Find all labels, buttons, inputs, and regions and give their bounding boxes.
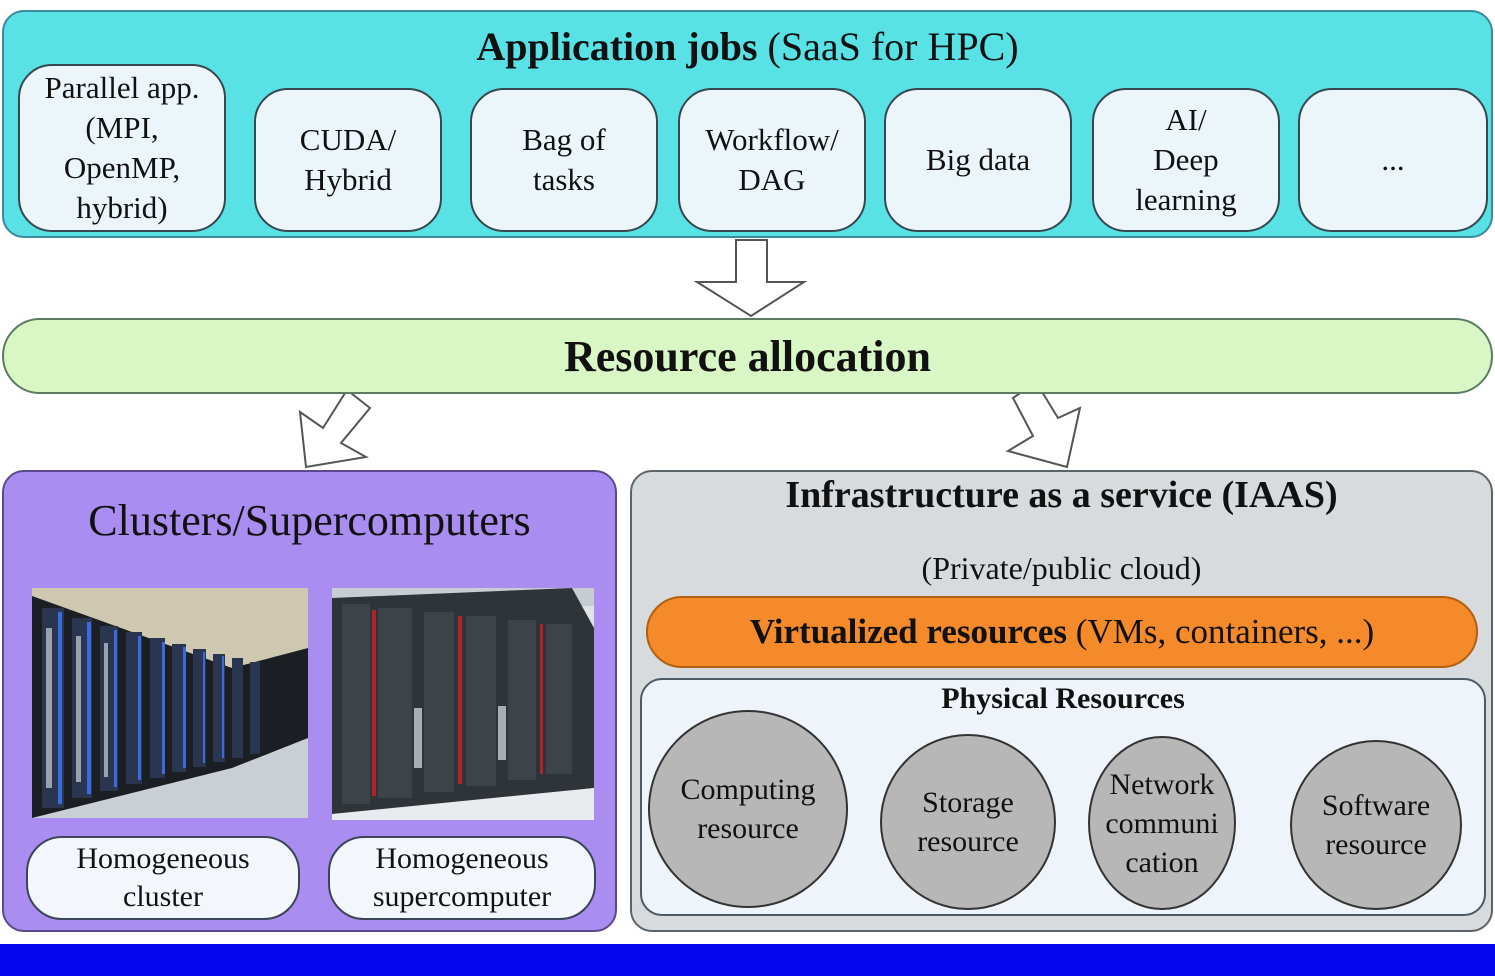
arrow-down-icon: [693, 239, 808, 318]
iaas-subtitle: (Private/public cloud): [921, 549, 1202, 586]
app-job-bag-of-tasks: Bag of tasks: [470, 88, 658, 232]
supercomputer-photo: [332, 588, 594, 820]
cluster-photo: [32, 588, 308, 818]
application-jobs-title-suffix: (SaaS for HPC): [767, 23, 1019, 69]
app-job-more: ...: [1298, 88, 1488, 232]
virtualized-resources-band: Virtualized resources (VMs, containers, …: [646, 596, 1478, 668]
bottom-bar: [0, 944, 1495, 976]
virtualized-resources-bold: Virtualized resources: [749, 612, 1068, 651]
application-jobs-title-bold: Application jobs: [476, 23, 758, 69]
app-job-cuda: CUDA/ Hybrid: [254, 88, 442, 232]
arrow-down-left-icon: [298, 388, 372, 469]
homogeneous-cluster-label: Homogeneous cluster: [26, 836, 300, 920]
application-jobs-title: Application jobs (SaaS for HPC): [0, 20, 1495, 72]
network-communication-circle: Network communi cation: [1088, 736, 1236, 910]
iaas-title: Infrastructure as a service (IAAS): [785, 474, 1338, 516]
homogeneous-supercomputer-label: Homogeneous supercomputer: [328, 836, 596, 920]
virtualized-resources-suffix: (VMs, containers, ...): [1075, 612, 1375, 651]
resource-allocation-band: Resource allocation: [2, 318, 1493, 394]
app-job-parallel: Parallel app. (MPI, OpenMP, hybrid): [18, 64, 226, 232]
app-job-big-data: Big data: [884, 88, 1072, 232]
physical-resources-title: Physical Resources: [941, 682, 1185, 715]
app-job-ai: AI/ Deep learning: [1092, 88, 1280, 232]
arrow-down-right-icon: [1005, 380, 1082, 469]
software-resource-circle: Software resource: [1290, 740, 1462, 910]
app-job-workflow: Workflow/ DAG: [678, 88, 866, 232]
storage-resource-circle: Storage resource: [880, 734, 1056, 910]
computing-resource-circle: Computing resource: [648, 710, 848, 908]
clusters-title: Clusters/Supercomputers: [88, 495, 531, 545]
